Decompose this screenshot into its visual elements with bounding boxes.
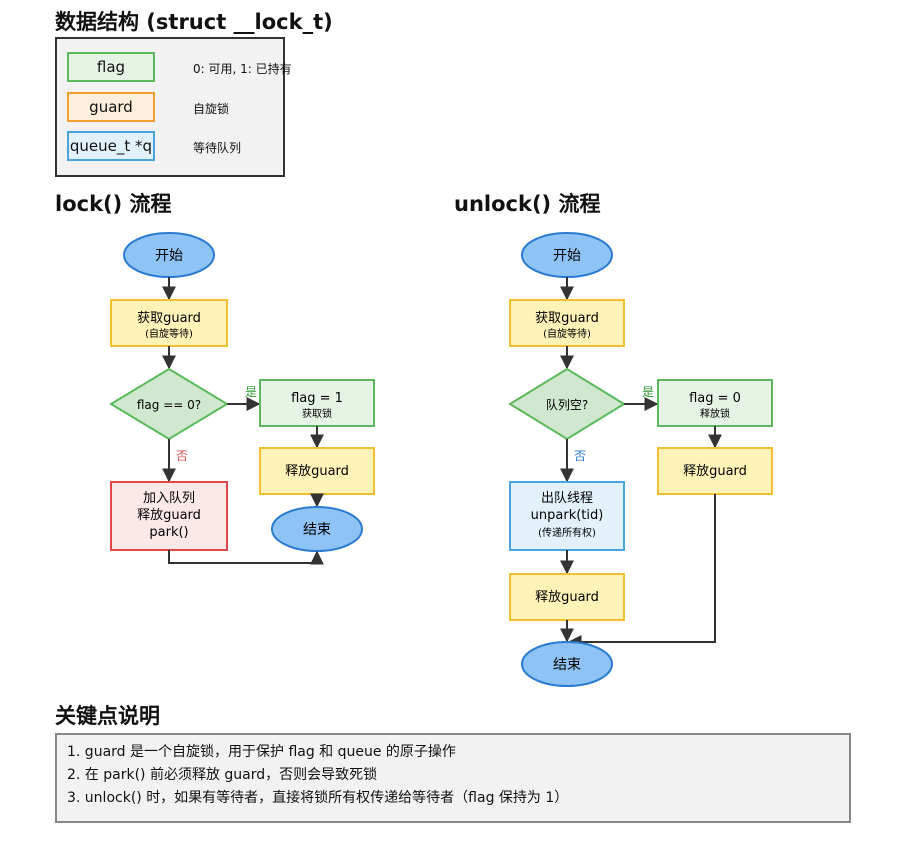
field-queue-desc: 等待队列 (193, 141, 242, 155)
field-queue: queue_t *q (67, 131, 155, 161)
unlock-set-flag-node (657, 379, 773, 427)
unlock-dequeue-line1: 出队线程 (541, 491, 593, 506)
notes-title: 关键点说明 (55, 704, 160, 728)
lock-acquire-label: 获取guard (137, 311, 201, 326)
unlock-end-label: 结束 (553, 657, 581, 673)
lock-end-label: 结束 (303, 522, 331, 538)
note-1: 1. guard 是一个自旋锁，用于保护 flag 和 queue 的原子操作 (67, 744, 456, 760)
unlock-end-node (521, 641, 613, 687)
unlock-acquire-label: 获取guard (535, 311, 599, 326)
field-flag: flag (67, 52, 155, 82)
unlock-flow: 开始 获取guard (自旋等待) 队列空? 是 flag = 0 释放锁 释放… (508, 232, 773, 687)
struct-box: flag 0: 可用, 1: 已持有 guard 自旋锁 queue_t *q … (55, 37, 292, 177)
unlock-release-left-label: 释放guard (535, 590, 599, 605)
field-guard: guard (67, 92, 155, 122)
note-3: 3. unlock() 时，如果有等待者，直接将锁所有权传递给等待者（flag … (67, 790, 569, 806)
lock-set-flag-sub: 获取锁 (302, 407, 332, 420)
flowcharts: 开始 获取guard (自旋等待) flag == 0? 是 flag = 1 … (109, 232, 773, 687)
notes-box: 1. guard 是一个自旋锁，用于保护 flag 和 queue 的原子操作 … (55, 733, 851, 823)
field-guard-desc: 自旋锁 (193, 102, 230, 116)
lock-release-node (259, 447, 375, 495)
lock-release-label: 释放guard (285, 464, 349, 479)
unlock-yes-label: 是 (642, 385, 654, 399)
unlock-set-flag-label: flag = 0 (689, 391, 741, 406)
note-2: 2. 在 park() 前必须释放 guard，否则会导致死锁 (67, 767, 378, 783)
unlock-acquire-sub: (自旋等待) (543, 327, 591, 340)
unlock-dequeue-line2: unpark(tid) (531, 508, 604, 523)
unlock-title: unlock() 流程 (454, 192, 601, 216)
unlock-release-left-node (509, 573, 625, 621)
lock-enqueue-line2: 释放guard (137, 508, 201, 523)
lock-set-flag-label: flag = 1 (291, 391, 343, 406)
unlock-dequeue-line3: (传递所有权) (538, 526, 596, 539)
lock-start-label: 开始 (155, 248, 183, 264)
unlock-dequeue-node (509, 481, 625, 551)
lock-acquire-sub: (自旋等待) (145, 327, 193, 340)
lock-enqueue-line3: park() (149, 525, 188, 540)
unlock-no-label: 否 (574, 449, 586, 463)
lock-flow: 开始 获取guard (自旋等待) flag == 0? 是 flag = 1 … (109, 232, 375, 565)
unlock-release-right-label: 释放guard (683, 464, 747, 479)
lock-no-label: 否 (176, 449, 188, 463)
field-flag-desc: 0: 可用, 1: 已持有 (193, 62, 292, 76)
unlock-release-right-node (657, 447, 773, 495)
unlock-decision-label: 队列空? (546, 397, 588, 412)
lock-decision-label: flag == 0? (137, 398, 201, 412)
unlock-acquire-node (509, 299, 625, 347)
lock-title: lock() 流程 (55, 192, 172, 216)
unlock-start-label: 开始 (553, 248, 581, 264)
lock-yes-label: 是 (245, 385, 257, 399)
unlock-set-flag-sub: 释放锁 (700, 407, 730, 420)
lock-enqueue-line1: 加入队列 (143, 491, 195, 506)
struct-title: 数据结构 (struct __lock_t) (55, 10, 333, 34)
